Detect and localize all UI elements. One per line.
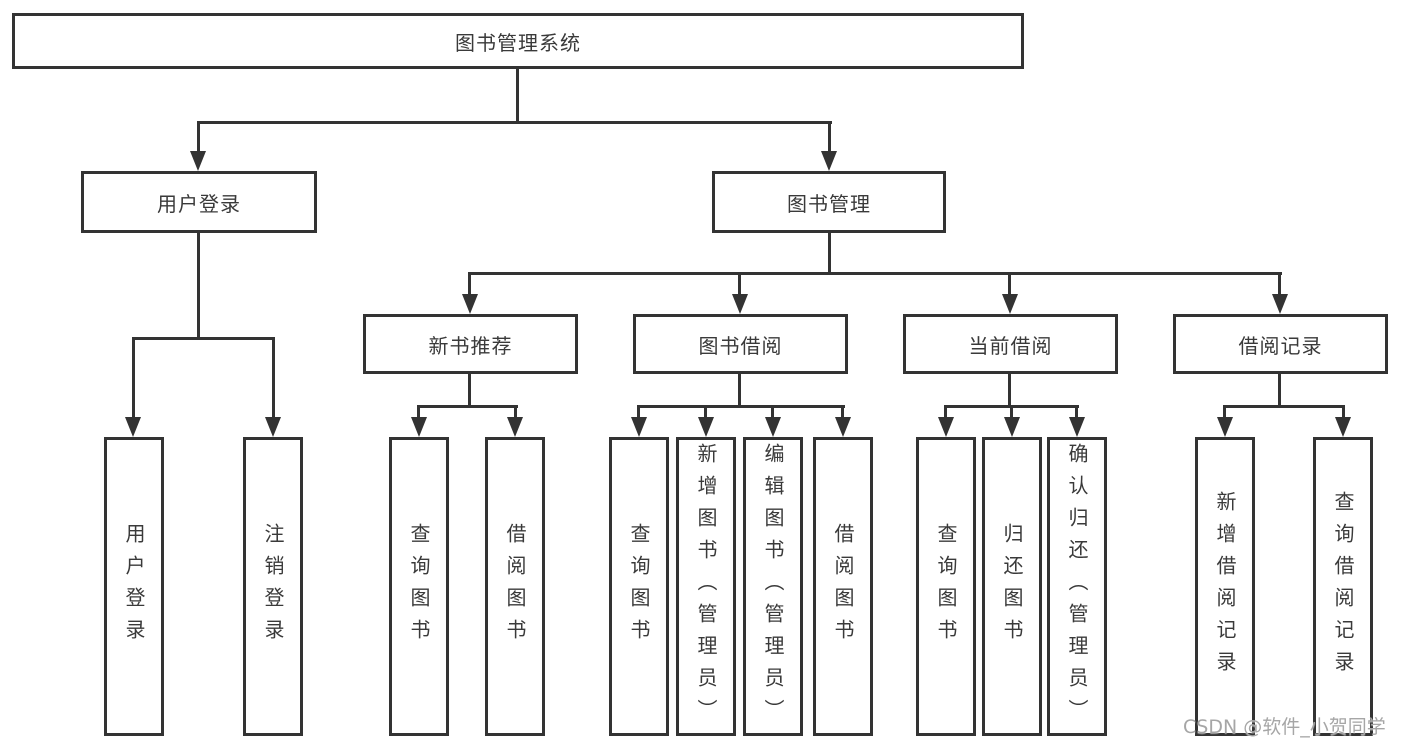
leaf-label: 查询图书 bbox=[627, 522, 651, 651]
edge-bookborrow-rail bbox=[637, 405, 845, 408]
leaf-label: 借阅图书 bbox=[503, 522, 527, 651]
edge-shaft bbox=[417, 405, 420, 419]
node-leaf-query-book-1: 查询图书 bbox=[389, 437, 449, 736]
leaf-label: 新增图书（管理员） bbox=[694, 442, 718, 731]
leaf-label: 查询借阅记录 bbox=[1331, 490, 1355, 683]
arrowhead-icon bbox=[765, 417, 781, 437]
node-leaf-edit-book-admin: 编辑图书（管理员） bbox=[743, 437, 803, 736]
edge-shaft bbox=[514, 405, 517, 419]
edge-root-rail bbox=[197, 121, 832, 124]
leaf-label: 查询图书 bbox=[407, 522, 431, 651]
leaf-label: 新增借阅记录 bbox=[1213, 490, 1237, 683]
node-book-borrowing: 图书借阅 bbox=[633, 314, 848, 374]
leaf-label: 查询图书 bbox=[934, 522, 958, 651]
edge-shaft bbox=[841, 405, 844, 419]
edge-root-userlogin-shaft bbox=[197, 121, 200, 153]
edge-shaft bbox=[1342, 405, 1345, 419]
edge-shaft bbox=[1075, 405, 1078, 419]
node-leaf-add-book-admin: 新增图书（管理员） bbox=[676, 437, 736, 736]
arrowhead-icon bbox=[698, 417, 714, 437]
edge-root-stub bbox=[516, 69, 519, 124]
edge-bookmgmt-rail bbox=[468, 272, 1282, 275]
node-leaf-add-borrow-record: 新增借阅记录 bbox=[1195, 437, 1255, 736]
node-leaf-borrow-book-1: 借阅图书 bbox=[485, 437, 545, 736]
edge-bookborrow-stub bbox=[738, 374, 741, 408]
edge-userlogin-leaf1-shaft bbox=[132, 337, 135, 419]
node-leaf-query-book-2: 查询图书 bbox=[609, 437, 669, 736]
edge-userlogin-stub bbox=[197, 233, 200, 340]
edge-newbookrec-rail bbox=[417, 405, 518, 408]
node-leaf-borrow-book-2: 借阅图书 bbox=[813, 437, 873, 736]
node-user-login: 用户登录 bbox=[81, 171, 317, 233]
arrowhead-icon bbox=[732, 294, 748, 314]
edge-borrowrecord-stub bbox=[1278, 374, 1281, 408]
arrowhead-icon bbox=[1217, 417, 1233, 437]
arrowhead-icon bbox=[190, 151, 206, 171]
edge-newbookrec-shaft bbox=[468, 272, 471, 296]
leaf-label: 借阅图书 bbox=[831, 522, 855, 651]
arrowhead-icon bbox=[462, 294, 478, 314]
edge-currentborrow-shaft bbox=[1008, 272, 1011, 296]
edge-newbookrec-stub bbox=[468, 374, 471, 408]
node-leaf-return-book: 归还图书 bbox=[982, 437, 1042, 736]
node-leaf-query-borrow-record: 查询借阅记录 bbox=[1313, 437, 1373, 736]
arrowhead-icon bbox=[631, 417, 647, 437]
arrowhead-icon bbox=[1069, 417, 1085, 437]
edge-bookmgmt-stub bbox=[828, 233, 831, 275]
arrowhead-icon bbox=[125, 417, 141, 437]
edge-shaft bbox=[704, 405, 707, 419]
edge-shaft bbox=[1223, 405, 1226, 419]
edge-currentborrow-stub bbox=[1008, 374, 1011, 408]
edge-borrowrecord-rail bbox=[1223, 405, 1345, 408]
edge-bookborrow-shaft bbox=[738, 272, 741, 296]
node-current-borrowing: 当前借阅 bbox=[903, 314, 1118, 374]
node-leaf-logout: 注销登录 bbox=[243, 437, 303, 736]
node-leaf-query-book-3: 查询图书 bbox=[916, 437, 976, 736]
arrowhead-icon bbox=[835, 417, 851, 437]
arrowhead-icon bbox=[1004, 417, 1020, 437]
arrowhead-icon bbox=[265, 417, 281, 437]
arrowhead-icon bbox=[1335, 417, 1351, 437]
node-leaf-user-login: 用户登录 bbox=[104, 437, 164, 736]
edge-root-bookmgmt-shaft bbox=[828, 121, 831, 153]
arrowhead-icon bbox=[411, 417, 427, 437]
arrowhead-icon bbox=[1002, 294, 1018, 314]
arrowhead-icon bbox=[507, 417, 523, 437]
edge-shaft bbox=[637, 405, 640, 419]
edge-shaft bbox=[1010, 405, 1013, 419]
leaf-label: 编辑图书（管理员） bbox=[761, 442, 785, 731]
leaf-label: 归还图书 bbox=[1000, 522, 1024, 651]
edge-borrowrecord-shaft bbox=[1278, 272, 1281, 296]
edge-shaft bbox=[771, 405, 774, 419]
csdn-watermark: CSDN @软件_小贺同学 bbox=[1183, 716, 1386, 738]
edge-userlogin-rail bbox=[132, 337, 275, 340]
node-borrowing-records: 借阅记录 bbox=[1173, 314, 1388, 374]
arrowhead-icon bbox=[821, 151, 837, 171]
node-book-management: 图书管理 bbox=[712, 171, 946, 233]
node-leaf-confirm-return-admin: 确认归还（管理员） bbox=[1047, 437, 1107, 736]
edge-shaft bbox=[944, 405, 947, 419]
node-root-library-management-system: 图书管理系统 bbox=[12, 13, 1024, 69]
node-new-book-recommendation: 新书推荐 bbox=[363, 314, 578, 374]
leaf-label: 用户登录 bbox=[122, 522, 146, 651]
leaf-label: 注销登录 bbox=[261, 522, 285, 651]
arrowhead-icon bbox=[938, 417, 954, 437]
arrowhead-icon bbox=[1272, 294, 1288, 314]
leaf-label: 确认归还（管理员） bbox=[1065, 442, 1089, 731]
edge-userlogin-leaf2-shaft bbox=[272, 337, 275, 419]
